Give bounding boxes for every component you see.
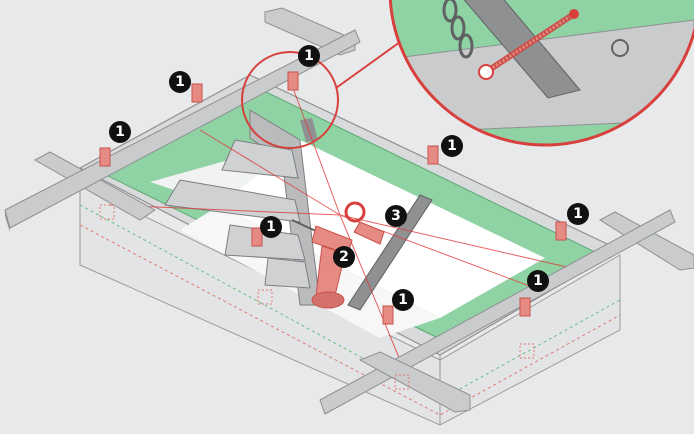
bracket xyxy=(382,305,394,325)
badge-1b: 1 xyxy=(298,45,320,67)
timber-beams xyxy=(4,7,694,415)
bracket xyxy=(287,71,299,91)
svg-text:3: 3 xyxy=(391,208,401,224)
badge-1f: 1 xyxy=(260,216,282,238)
bracket xyxy=(555,221,567,241)
badge-3: 3 xyxy=(385,205,407,227)
ladder-step xyxy=(264,257,311,289)
svg-text:1: 1 xyxy=(266,219,276,235)
svg-text:2: 2 xyxy=(339,249,349,265)
timber-beam xyxy=(319,209,676,415)
bracket xyxy=(191,83,203,103)
svg-text:1: 1 xyxy=(533,273,543,289)
timber-beam xyxy=(33,151,156,221)
svg-text:1: 1 xyxy=(175,74,185,90)
magnifier-detail-icon xyxy=(388,0,694,147)
badges: 1 1 1 1 1 1 1 1 xyxy=(109,45,589,311)
svg-text:1: 1 xyxy=(447,138,457,154)
svg-text:1: 1 xyxy=(398,292,408,308)
svg-text:1: 1 xyxy=(573,206,583,222)
timber-beam xyxy=(358,351,471,413)
bracket xyxy=(519,297,531,317)
badge-2: 2 xyxy=(333,246,355,268)
badge-1d: 1 xyxy=(441,135,463,157)
brackets xyxy=(99,71,567,390)
badge-1a: 1 xyxy=(169,71,191,93)
ladder-arm xyxy=(347,194,433,311)
ladder xyxy=(164,109,433,311)
svg-text:1: 1 xyxy=(304,48,314,64)
wrench-icon xyxy=(344,201,385,245)
timber-beam xyxy=(599,211,694,271)
badge-1c: 1 xyxy=(109,121,131,143)
hinge-highlight-ring xyxy=(241,51,339,149)
badge-1g: 1 xyxy=(527,270,549,292)
detail-connector xyxy=(335,41,401,89)
badge-1h: 1 xyxy=(392,289,414,311)
ladder-step xyxy=(221,139,299,179)
badge-1e: 1 xyxy=(567,203,589,225)
bracket xyxy=(99,147,111,167)
laser-lines xyxy=(109,79,581,361)
svg-text:1: 1 xyxy=(115,124,125,140)
bracket xyxy=(427,145,439,165)
bracket xyxy=(251,227,263,247)
